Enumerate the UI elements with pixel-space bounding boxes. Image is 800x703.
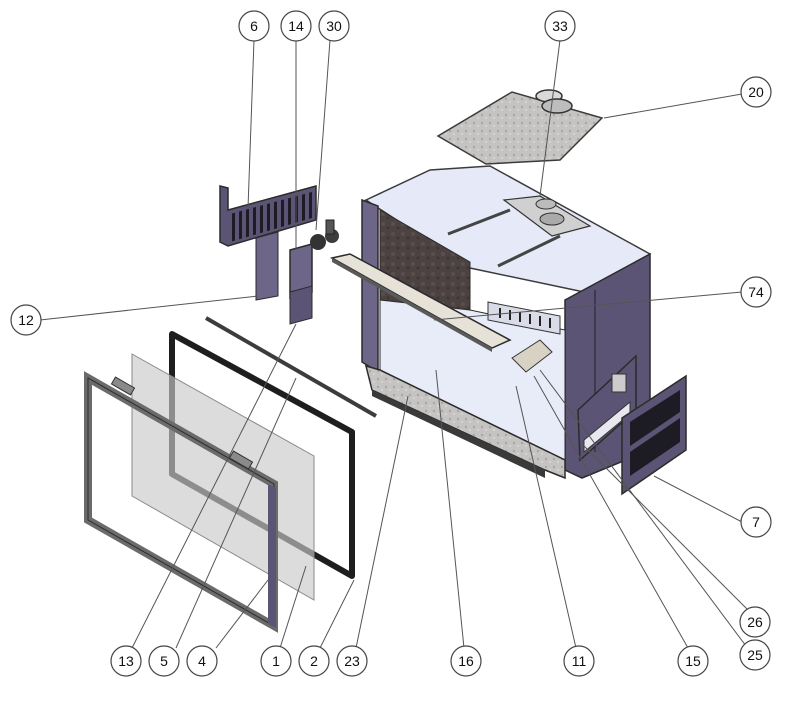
seal-strip — [205, 316, 377, 418]
svg-text:7: 7 — [752, 514, 760, 530]
louvre-housing — [577, 354, 637, 462]
top-heat-shield — [436, 89, 604, 165]
leader-lines — [39, 39, 749, 649]
svg-text:25: 25 — [747, 647, 763, 663]
callout-15: 15 — [677, 645, 709, 677]
svg-text:5: 5 — [160, 653, 168, 669]
svg-text:1: 1 — [272, 653, 280, 669]
callout-30: 30 — [318, 10, 350, 42]
callout-6: 6 — [238, 10, 270, 42]
callout-12: 12 — [10, 304, 42, 336]
svg-text:12: 12 — [18, 312, 34, 328]
svg-text:13: 13 — [118, 653, 134, 669]
svg-text:26: 26 — [747, 614, 763, 630]
callout-33: 33 — [544, 10, 576, 42]
callout-2: 2 — [298, 645, 330, 677]
callout-26: 26 — [739, 606, 771, 638]
svg-text:15: 15 — [685, 653, 701, 669]
callout-5: 5 — [148, 645, 180, 677]
callout-1: 1 — [260, 645, 292, 677]
svg-text:30: 30 — [326, 18, 342, 34]
callout-23: 23 — [336, 645, 368, 677]
callout-11: 11 — [563, 645, 595, 677]
callout-16: 16 — [450, 645, 482, 677]
svg-text:33: 33 — [552, 18, 568, 34]
callout-14: 14 — [280, 10, 312, 42]
callout-74: 74 — [740, 276, 772, 308]
svg-text:2: 2 — [310, 653, 318, 669]
burner-tray — [329, 253, 553, 373]
svg-text:6: 6 — [250, 18, 258, 34]
svg-text:20: 20 — [748, 84, 764, 100]
callout-13: 13 — [110, 645, 142, 677]
svg-text:4: 4 — [198, 653, 206, 669]
front-louvre-panel — [621, 374, 687, 496]
svg-text:11: 11 — [572, 653, 587, 669]
svg-text:16: 16 — [458, 653, 474, 669]
valve-assembly — [289, 219, 339, 325]
callout-7: 7 — [740, 506, 772, 538]
callout-25: 25 — [739, 639, 771, 671]
callout-20: 20 — [740, 76, 772, 108]
door-frame — [84, 371, 278, 633]
back-grille — [219, 185, 317, 301]
svg-text:23: 23 — [344, 653, 360, 669]
svg-text:74: 74 — [748, 284, 764, 300]
callout-4: 4 — [186, 645, 218, 677]
svg-text:14: 14 — [288, 18, 304, 34]
